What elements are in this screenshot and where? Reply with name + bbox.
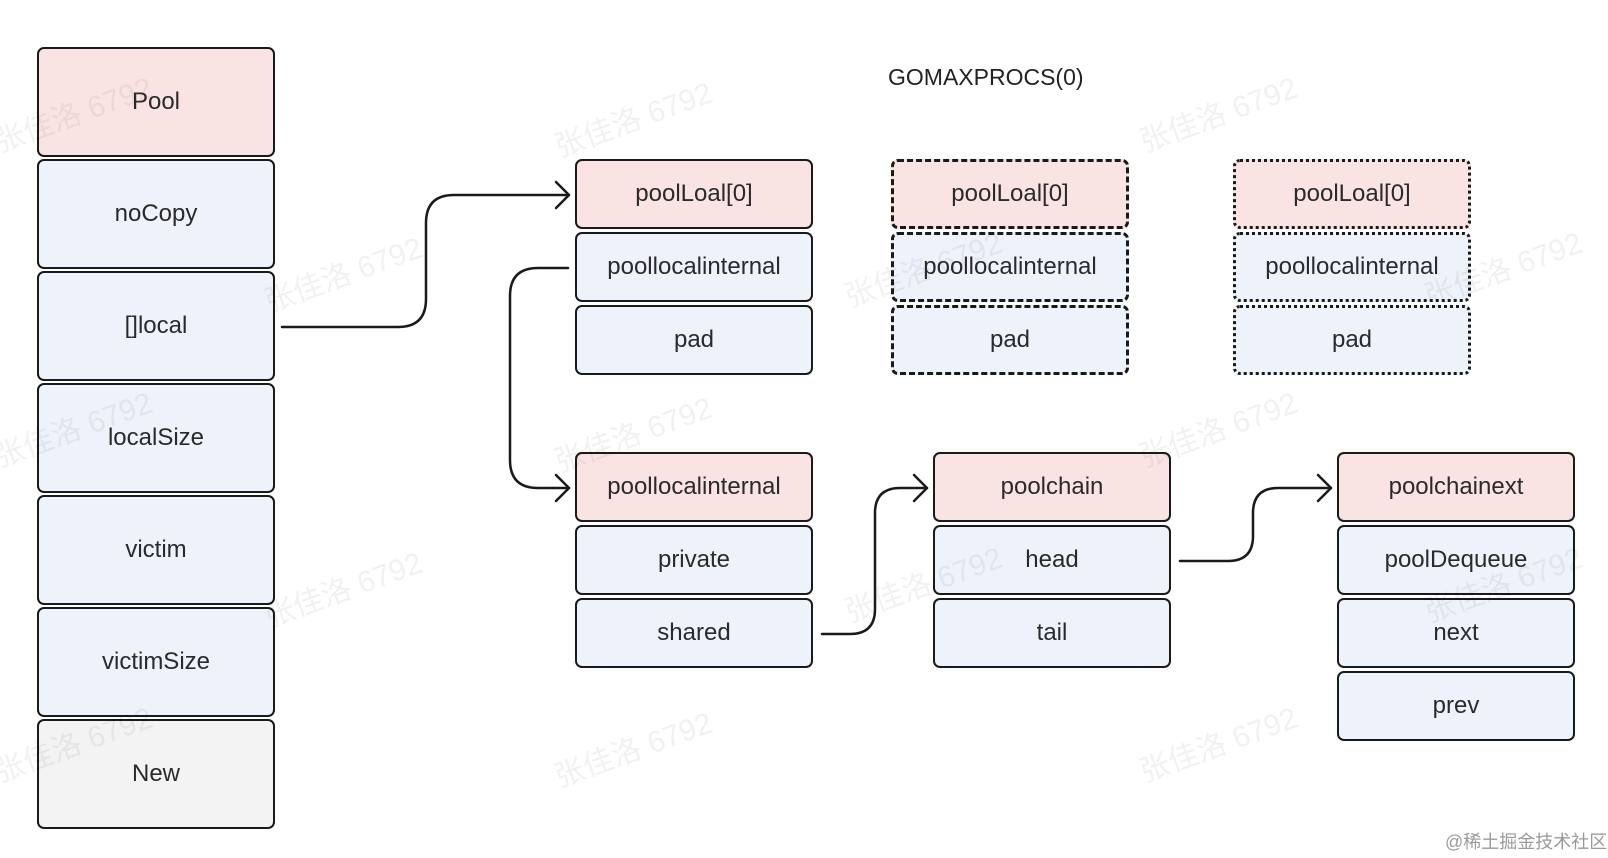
poolchainelt-pooldequeue: poolDequeue bbox=[1337, 525, 1575, 595]
poollocal-2-internal: poollocalinternal bbox=[1233, 232, 1471, 302]
arrow-local-to-poollocal bbox=[280, 193, 571, 329]
poollocalinternal-shared: shared bbox=[575, 598, 813, 668]
poollocalinternal-private: private bbox=[575, 525, 813, 595]
poollocal-1-header: poolLoal[0] bbox=[891, 159, 1129, 229]
pool-field-new: New bbox=[37, 719, 275, 829]
source-credit: @稀土掘金技术社区 bbox=[1445, 832, 1608, 852]
poollocal-1-pad: pad bbox=[891, 305, 1129, 375]
poollocal-0-internal: poollocalinternal bbox=[575, 232, 813, 302]
gomaxprocs-label: GOMAXPROCS(0) bbox=[888, 64, 1084, 90]
poolchainelt-header: poolchainext bbox=[1337, 452, 1575, 522]
pool-field-local: []local bbox=[37, 271, 275, 381]
poolchainelt-prev: prev bbox=[1337, 671, 1575, 741]
arrow-poollocalinternal-to-struct-head bbox=[554, 473, 571, 503]
poollocalinternal-header: poollocalinternal bbox=[575, 452, 813, 522]
arrow-shared-to-poolchain bbox=[820, 486, 929, 636]
pool-field-nocopy: noCopy bbox=[37, 159, 275, 269]
pool-field-victim: victim bbox=[37, 495, 275, 605]
poolchain-header: poolchain bbox=[933, 452, 1171, 522]
arrow-head-to-poolchainelt-head bbox=[1316, 473, 1333, 503]
poollocal-2-pad: pad bbox=[1233, 305, 1471, 375]
poollocal-0-pad: pad bbox=[575, 305, 813, 375]
pool-header: Pool bbox=[37, 47, 275, 157]
poolchainelt-next: next bbox=[1337, 598, 1575, 668]
pool-field-victimsize: victimSize bbox=[37, 607, 275, 717]
arrow-poollocalinternal-to-struct bbox=[508, 266, 571, 490]
arrow-head-to-poolchainelt bbox=[1178, 486, 1333, 563]
arrow-shared-to-poolchain-head bbox=[912, 473, 929, 503]
poolchain-tail: tail bbox=[933, 598, 1171, 668]
arrow-local-to-poollocal-head bbox=[554, 180, 571, 210]
poollocal-2-header: poolLoal[0] bbox=[1233, 159, 1471, 229]
poollocal-0-header: poolLoal[0] bbox=[575, 159, 813, 229]
poollocal-1-internal: poollocalinternal bbox=[891, 232, 1129, 302]
pool-field-localsize: localSize bbox=[37, 383, 275, 493]
poolchain-head: head bbox=[933, 525, 1171, 595]
